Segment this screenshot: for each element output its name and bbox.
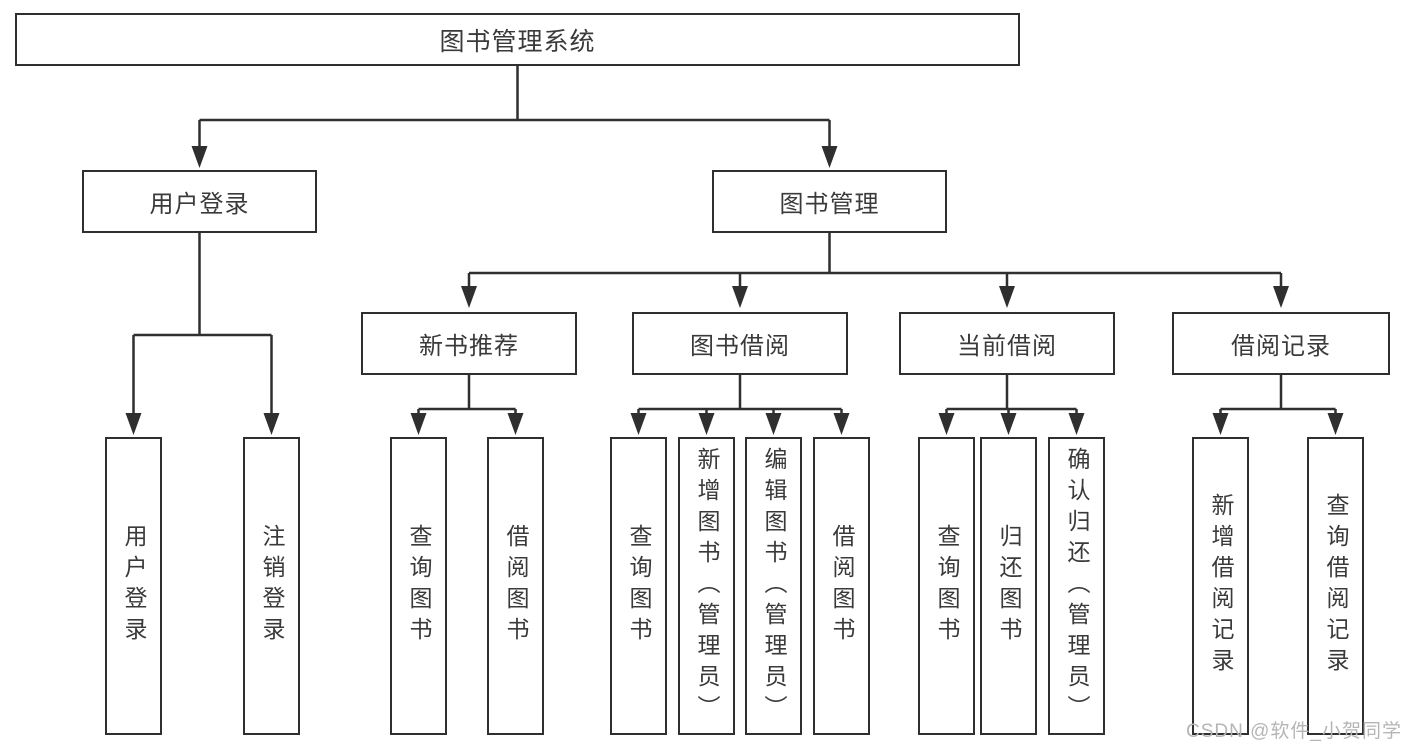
node-label: 归还图书 [996,524,1022,648]
node-label: 查询图书 [626,524,652,648]
leaf-search-books-recommend: 查询图书 [390,437,447,735]
leaf-borrow-books-recommend: 借阅图书 [487,437,544,735]
leaf-search-books-borrowing: 查询图书 [610,437,667,735]
node-label: 新增图书（管理员） [694,446,720,726]
node-current-borrowing: 当前借阅 [899,312,1115,375]
node-label: 图书借阅 [690,333,790,360]
leaf-borrow-books-borrowing: 借阅图书 [813,437,870,735]
node-label: 新书推荐 [419,333,519,360]
leaf-add-book-admin: 新增图书（管理员） [678,437,735,735]
node-label: 借阅图书 [829,524,855,648]
node-label: 查询借阅记录 [1323,493,1349,679]
leaf-add-borrow-record: 新增借阅记录 [1192,437,1249,735]
node-label: 用户登录 [121,524,147,648]
watermark: CSDN @软件_小贺同学 [1186,721,1402,742]
node-new-book-recommendation: 新书推荐 [361,312,577,375]
leaf-return-book: 归还图书 [980,437,1037,735]
node-label: 当前借阅 [957,333,1057,360]
node-label: 查询图书 [406,524,432,648]
leaf-user-login: 用户登录 [105,437,162,735]
node-label: 查询图书 [934,524,960,648]
leaf-search-books-current: 查询图书 [918,437,975,735]
node-label: 图书管理系统 [439,27,596,56]
node-label: 新增借阅记录 [1208,493,1234,679]
node-label: 注销登录 [259,524,285,648]
leaf-logout: 注销登录 [243,437,300,735]
node-book-borrowing: 图书借阅 [632,312,848,375]
node-label: 借阅记录 [1231,333,1331,360]
node-label: 用户登录 [149,191,250,218]
node-label: 借阅图书 [503,524,529,648]
node-borrowing-records: 借阅记录 [1172,312,1390,375]
node-library-management-system: 图书管理系统 [15,13,1020,66]
node-label: 图书管理 [779,191,880,218]
node-user-login-branch: 用户登录 [82,170,317,233]
leaf-confirm-return-admin: 确认归还（管理员） [1048,437,1105,735]
arrowheads [125,146,1344,435]
leaf-search-borrow-record: 查询借阅记录 [1307,437,1364,735]
leaf-edit-book-admin: 编辑图书（管理员） [745,437,802,735]
node-book-management-branch: 图书管理 [712,170,947,233]
node-label: 编辑图书（管理员） [761,446,787,726]
node-label: 确认归还（管理员） [1064,446,1090,726]
